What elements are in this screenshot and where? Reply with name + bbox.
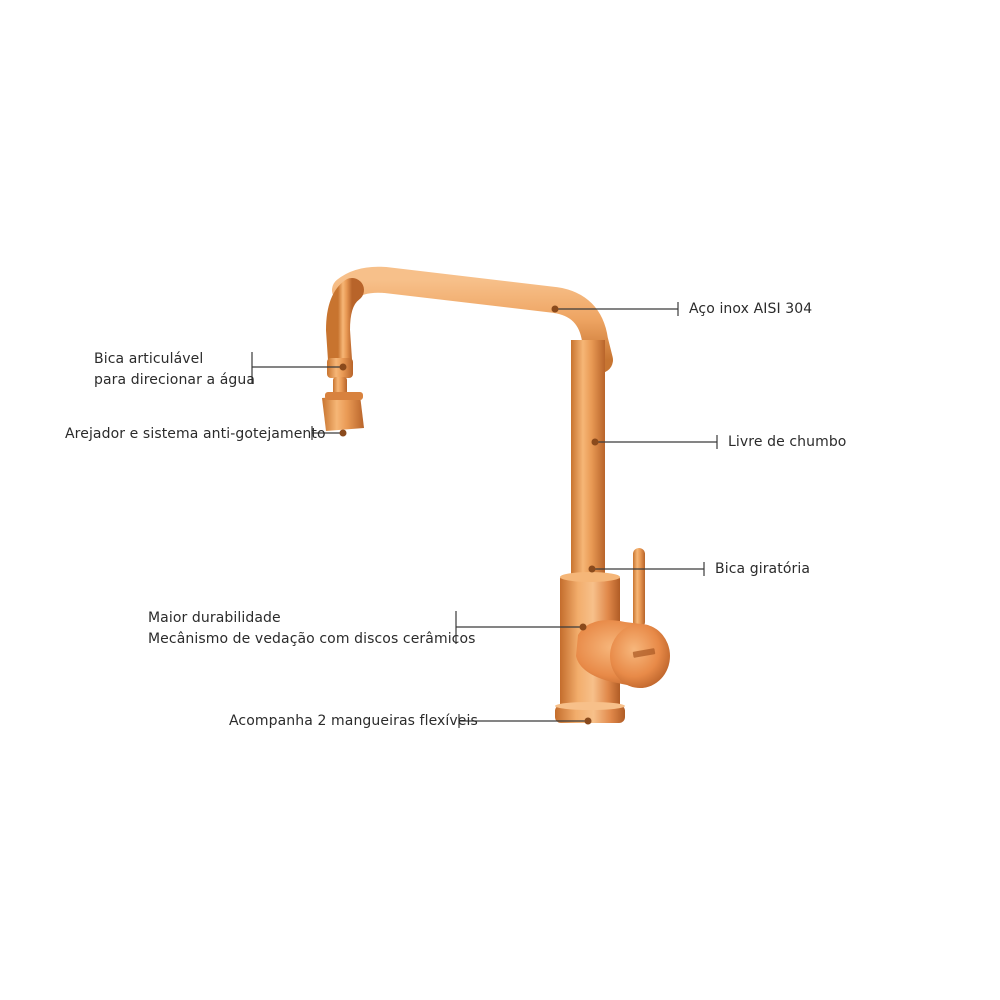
callout-durabilidade-line1: Maior durabilidade	[148, 610, 281, 626]
callout-bica-giratoria-text: Bica giratória	[715, 561, 811, 577]
callout-durabilidade: Maior durabilidade Mecânismo de vedação …	[148, 608, 476, 650]
faucet-base	[555, 705, 625, 723]
callout-bica-articulavel-line2: para direcionar a água	[94, 372, 256, 388]
callout-dot-arejador	[339, 429, 347, 437]
callout-aco-inox: Aço inox AISI 304	[689, 299, 812, 320]
lever-handle	[633, 548, 645, 628]
callout-bica-articulavel-line1: Bica articulável	[94, 351, 204, 367]
spout-downturn	[325, 278, 364, 372]
callout-dot-articulavel	[339, 363, 347, 371]
callout-mangueiras: Acompanha 2 mangueiras flexíveis	[229, 711, 478, 732]
callout-arejador-text: Arejador e sistema anti-gotejamento	[65, 426, 326, 442]
callout-livre-chumbo-text: Livre de chumbo	[728, 434, 847, 450]
callout-arejador: Arejador e sistema anti-gotejamento	[65, 424, 326, 445]
callout-dot-giratoria	[588, 565, 596, 573]
callout-aco-inox-text: Aço inox AISI 304	[689, 301, 813, 317]
spout-arm	[332, 266, 613, 373]
callout-dot-durabilidade	[579, 623, 587, 631]
callout-dot-aco	[551, 305, 559, 313]
callout-livre-chumbo: Livre de chumbo	[728, 432, 846, 453]
main-tube	[571, 340, 605, 580]
callout-dot-mangueiras	[584, 717, 592, 725]
aerator	[322, 395, 364, 431]
callout-bica-giratoria: Bica giratória	[715, 559, 810, 580]
callout-mangueiras-text: Acompanha 2 mangueiras flexíveis	[229, 713, 478, 729]
callout-bica-articulavel: Bica articulável para direcionar a água	[94, 349, 255, 391]
callout-dot-chumbo	[591, 438, 599, 446]
callout-durabilidade-line2: Mecânismo de vedação com discos cerâmico…	[148, 631, 476, 647]
